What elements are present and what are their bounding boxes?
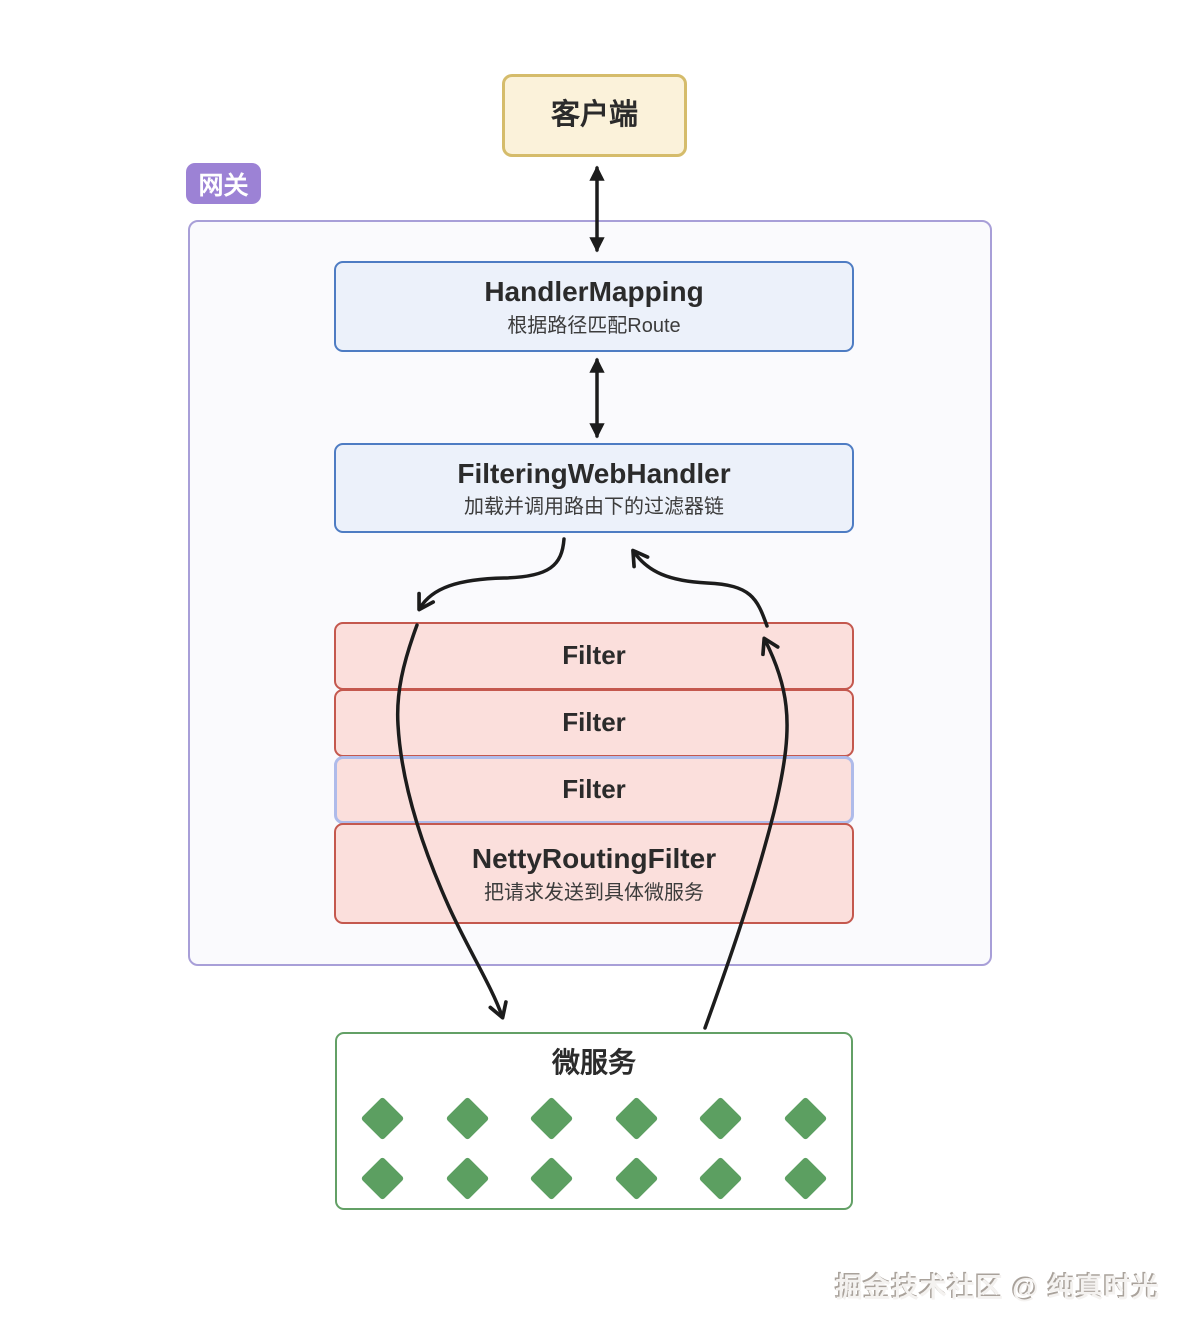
filter-node-3: Filter: [334, 756, 854, 824]
watermark-text: 掘金技术社区 @ 纯真时光: [835, 1273, 1160, 1303]
watermark: 掘金技术社区 @ 纯真时光: [836, 1266, 1160, 1305]
client-node-label: 客户端: [550, 98, 638, 131]
filtering-web-handler-subtitle: 加载并调用路由下的过滤器链: [464, 496, 724, 519]
filter-node-2: Filter: [334, 689, 854, 757]
client-node: 客户端: [502, 74, 687, 157]
service-diamond-icon: [360, 1156, 405, 1201]
service-diamond-icon: [783, 1156, 828, 1201]
gateway-label-text: 网关: [198, 171, 249, 200]
filter-node-2-title: Filter: [562, 707, 626, 738]
filter-node-1: Filter: [334, 622, 854, 690]
filtering-web-handler-node: FilteringWebHandler 加载并调用路由下的过滤器链: [334, 443, 854, 533]
service-diamond-icon: [614, 1096, 659, 1141]
service-diamond-icon: [360, 1096, 405, 1141]
service-diamond-icon: [529, 1096, 574, 1141]
microservices-diamond-grid: [337, 1079, 851, 1201]
handler-mapping-node: HandlerMapping 根据路径匹配Route: [334, 261, 854, 352]
service-diamond-icon: [698, 1156, 743, 1201]
microservices-node: 微服务: [335, 1032, 853, 1210]
service-diamond-icon: [614, 1156, 659, 1201]
netty-routing-filter-node: NettyRoutingFilter 把请求发送到具体微服务: [334, 823, 854, 924]
diamond-row: [337, 1156, 851, 1201]
handler-mapping-subtitle: 根据路径匹配Route: [507, 314, 681, 337]
diamond-row: [337, 1096, 851, 1141]
service-diamond-icon: [783, 1096, 828, 1141]
netty-routing-filter-title: NettyRoutingFilter: [471, 843, 717, 875]
service-diamond-icon: [445, 1156, 490, 1201]
gateway-label: 网关: [186, 163, 261, 204]
filtering-web-handler-title: FilteringWebHandler: [457, 457, 731, 489]
microservices-title: 微服务: [551, 1047, 636, 1078]
handler-mapping-title: HandlerMapping: [484, 276, 704, 308]
filter-node-3-title: Filter: [562, 774, 626, 805]
service-diamond-icon: [529, 1156, 574, 1201]
filter-node-1-title: Filter: [562, 640, 626, 671]
service-diamond-icon: [698, 1096, 743, 1141]
service-diamond-icon: [445, 1096, 490, 1141]
netty-routing-filter-subtitle: 把请求发送到具体微服务: [484, 881, 704, 904]
